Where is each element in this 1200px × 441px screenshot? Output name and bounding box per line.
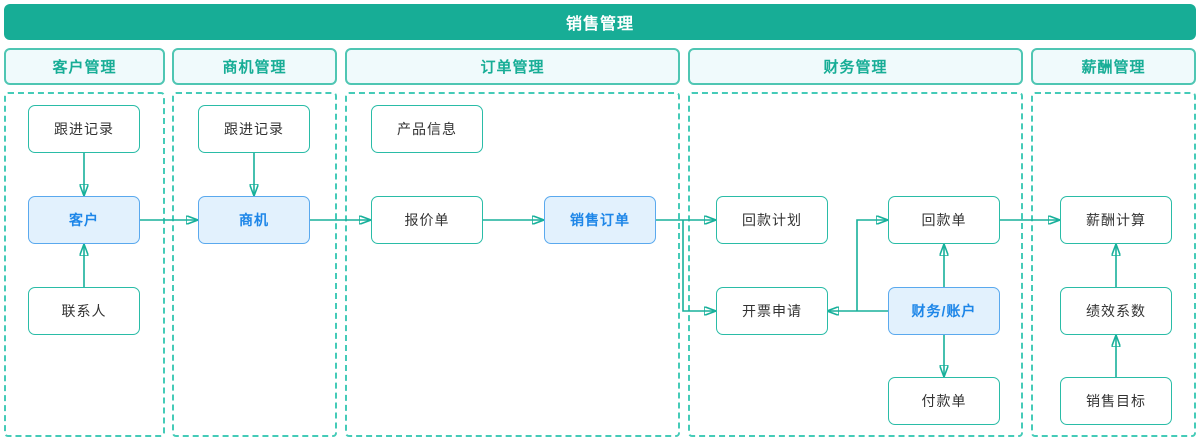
column-header-opportunity[interactable]: 商机管理 [172,48,337,85]
node-collection-plan[interactable]: 回款计划 [716,196,828,244]
lane-opportunity [172,92,337,437]
node-salary-calc[interactable]: 薪酬计算 [1060,196,1172,244]
column-header-finance[interactable]: 财务管理 [688,48,1023,85]
column-header-salary[interactable]: 薪酬管理 [1031,48,1196,85]
node-sales-order[interactable]: 销售订单 [544,196,656,244]
node-follow-record-opportunity[interactable]: 跟进记录 [198,105,310,153]
node-product-info[interactable]: 产品信息 [371,105,483,153]
lane-finance [688,92,1023,437]
node-contact[interactable]: 联系人 [28,287,140,335]
lane-salary [1031,92,1196,437]
node-invoice-request[interactable]: 开票申请 [716,287,828,335]
node-sales-target[interactable]: 销售目标 [1060,377,1172,425]
node-payment-order[interactable]: 付款单 [888,377,1000,425]
node-opportunity[interactable]: 商机 [198,196,310,244]
diagram-title-bar[interactable]: 销售管理 [4,4,1196,40]
node-customer[interactable]: 客户 [28,196,140,244]
column-header-order[interactable]: 订单管理 [345,48,680,85]
node-finance-account[interactable]: 财务/账户 [888,287,1000,335]
lane-order [345,92,680,437]
edge-financeaccount-to-collectionreceipt-left [856,220,888,311]
column-header-customer[interactable]: 客户管理 [4,48,165,85]
node-quotation[interactable]: 报价单 [371,196,483,244]
node-follow-record-customer[interactable]: 跟进记录 [28,105,140,153]
edge-salesorder-to-invoicerequest [682,220,716,311]
diagram-title: 销售管理 [565,16,634,33]
node-performance-coeff[interactable]: 绩效系数 [1060,287,1172,335]
node-collection-receipt[interactable]: 回款单 [888,196,1000,244]
lane-customer [4,92,165,437]
